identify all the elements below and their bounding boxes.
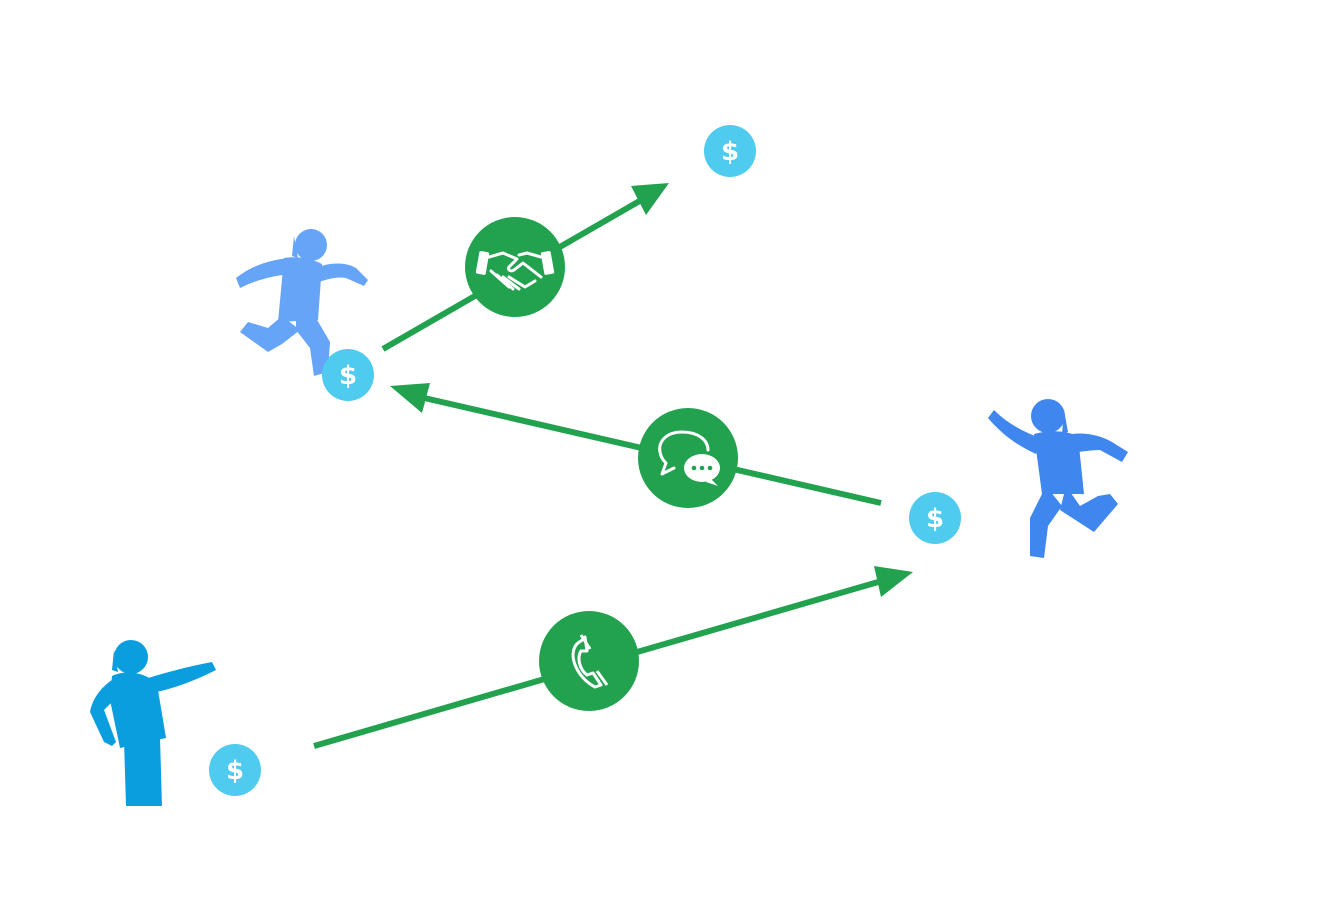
coin-middle-left: $: [322, 349, 374, 401]
coin-top: $: [704, 125, 756, 177]
dollar-coin-icon: [209, 744, 261, 796]
handshake-icon: [475, 250, 555, 291]
badge-circle: [465, 217, 565, 317]
badge-circle: [638, 408, 738, 508]
arrow-right-to-middle: [390, 383, 882, 506]
chat-bubbles-icon: [658, 430, 720, 486]
coin-label: $: [339, 361, 357, 391]
person-pointing-icon: [90, 640, 216, 806]
arrow-head: [631, 183, 669, 215]
badge-circle: [539, 611, 639, 711]
coin-label: $: [721, 137, 739, 167]
coin-label: $: [926, 504, 944, 534]
coin-right: $: [909, 492, 961, 544]
coin-label: $: [226, 756, 244, 786]
chat-badge: [638, 408, 738, 508]
arrow-head: [390, 383, 430, 413]
phone-badge: [539, 611, 639, 711]
handshake-badge: [465, 217, 565, 317]
phone-icon: [571, 634, 609, 689]
dollar-coin-icon: [909, 492, 961, 544]
dollar-coin-icon: [704, 125, 756, 177]
dollar-coin-icon: [322, 349, 374, 401]
arrow-head: [874, 566, 913, 597]
coin-bottom-left: $: [209, 744, 261, 796]
person-running-icon: [236, 229, 368, 376]
person-running-icon: [988, 399, 1128, 558]
